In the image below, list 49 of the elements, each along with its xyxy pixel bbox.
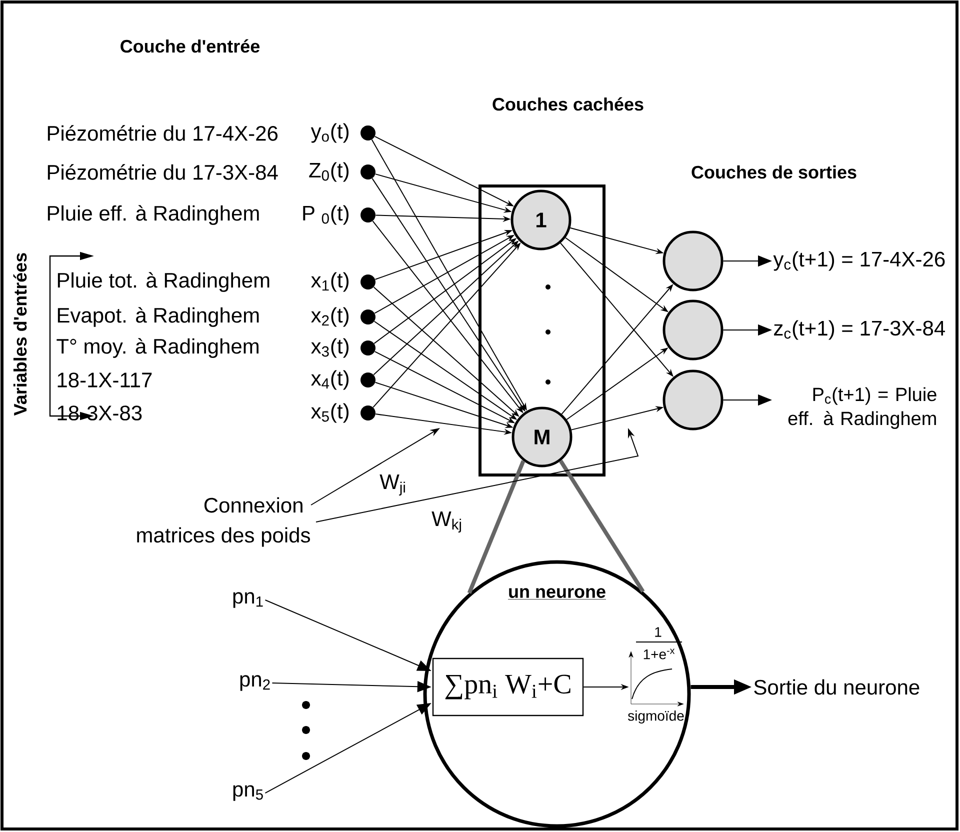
output-circle: [662, 230, 724, 292]
variable-name: T° moy. à Radinghem: [56, 338, 258, 358]
input-label: pn$_{2}$: [240, 675, 270, 691]
edge-label: W$_{ji}$: [378, 474, 408, 496]
output-label: z$_{c}$(t+1) = 17-3X-84: [774, 320, 945, 340]
variable-symbol: Z$_{0}$(t): [309, 162, 348, 182]
output-circle: [662, 370, 724, 430]
heading: Couches de sorties: [692, 165, 856, 179]
heading: Couche d'entrée: [120, 39, 260, 53]
connector-line: [558, 460, 645, 593]
input-label: pn$_{5}$: [233, 785, 263, 801]
output-label: P$_{c}$(t+1) = Pluie eff. à Radinghem: [788, 387, 936, 429]
heading: Couches cachées: [492, 97, 644, 111]
variable-symbol: y$_{o}$(t): [310, 123, 348, 143]
vertical-heading: Variables d'entrées: [13, 253, 27, 416]
variable-name: 18-1X-117: [58, 372, 152, 388]
edge-label: W$_{kj}$: [430, 510, 464, 534]
input-dot: [360, 372, 376, 388]
connector-line: [467, 460, 526, 594]
input-dot: [360, 208, 376, 222]
variable-symbol: x$_{5}$(t): [311, 403, 348, 423]
variable-symbol: P $_{0}$(t): [303, 205, 348, 225]
variable-name: Piézométrie du 17-4X-26: [48, 125, 278, 141]
input-dot: [360, 310, 376, 324]
input-dot: [360, 274, 376, 290]
annotation-text: Connexion: [204, 497, 302, 513]
annotation-text: matrices des poids: [137, 527, 310, 547]
sigmoid-label: sigmoïde: [628, 710, 684, 724]
variable-name: Pluie tot. à Radinghem: [58, 272, 270, 292]
heading: un neurone: [508, 588, 606, 600]
variable-symbol: x$_{3}$(t): [311, 338, 348, 358]
variable-symbol: x$_{1}$(t): [311, 272, 348, 292]
input-label: pn$_{1}$: [233, 592, 263, 608]
output-label: Sortie du neurone: [754, 679, 920, 695]
hidden-layer-box: [478, 184, 606, 476]
variable-symbol: x$_{4}$(t): [311, 370, 348, 390]
variable-symbol: x$_{2}$(t): [311, 307, 348, 327]
output-circle: [662, 300, 724, 360]
sum-formula-box: ∑pn$_{i}$ W$_{i}$+C: [432, 658, 584, 716]
input-dot: [360, 406, 376, 420]
input-dot: [360, 126, 376, 140]
variable-name: Evapot. à Radinghem: [58, 307, 259, 327]
input-dot: [360, 340, 376, 356]
input-dot: [360, 164, 376, 180]
variable-name: 18-3X-83: [58, 406, 142, 420]
sigmoid-formula: 1 1+e$^{-x}$: [636, 627, 682, 660]
variable-name: Piézométrie du 17-3X-84: [48, 164, 278, 180]
variable-name: Pluie eff. à Radinghem: [48, 205, 259, 225]
output-label: y$_{c}$(t+1) = 17-4X-26: [773, 251, 945, 271]
